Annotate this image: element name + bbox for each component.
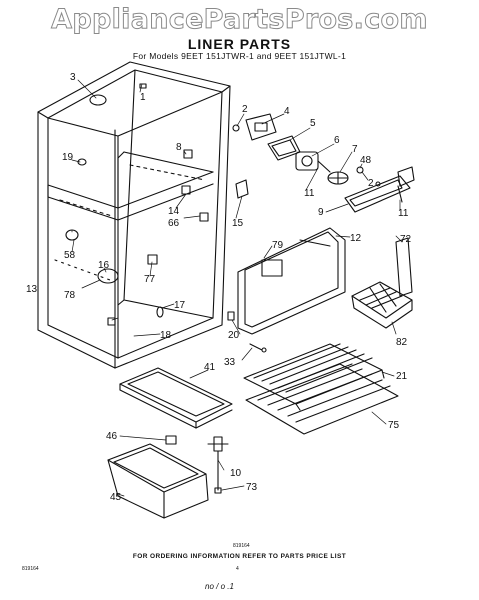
callout-6: 6 [334, 135, 340, 146]
evaporator-cover [227, 227, 346, 335]
callout-9: 9 [318, 207, 324, 218]
wire-shelves [243, 343, 399, 435]
callout-72: 72 [400, 234, 412, 245]
callout-17: 17 [174, 300, 186, 311]
callout-45: 45 [110, 492, 122, 503]
callout-82: 82 [396, 337, 408, 348]
callout-18: 18 [160, 330, 172, 341]
callout-21: 21 [396, 371, 408, 382]
callout-75: 75 [388, 420, 400, 431]
pan-part-41 [119, 367, 233, 429]
ice-support-and-tray [351, 237, 413, 329]
page-number: 4 [236, 566, 239, 572]
callout-7: 7 [352, 144, 358, 155]
callout-19: 19 [62, 152, 74, 163]
callout-41: 41 [204, 362, 216, 373]
callout-14: 14 [168, 206, 180, 217]
watermark: AppliancePartsPros.com [51, 4, 428, 36]
callout-2: 2 [242, 104, 248, 115]
callout-2b: 2 [368, 178, 374, 189]
page-title: LINER PARTS [187, 36, 292, 52]
callout-12: 12 [350, 233, 362, 244]
callout-10: 10 [230, 468, 242, 479]
crisper-drawer [107, 435, 209, 519]
models-subtitle: For Models 9EET 151JTWR-1 and 9EET 151JT… [132, 51, 347, 61]
callout-5: 5 [310, 118, 316, 129]
callout-8: 8 [176, 142, 182, 153]
callout-33: 33 [224, 357, 236, 368]
valve-parts [207, 436, 229, 494]
callout-3: 3 [70, 72, 76, 83]
callout-11b: 11 [398, 208, 409, 219]
callout-20: 20 [228, 330, 240, 341]
part-number: 819164 [22, 566, 39, 572]
callout-73: 73 [246, 482, 258, 493]
callout-78: 78 [64, 290, 76, 301]
liner-cabinet [37, 61, 231, 369]
callout-13: 13 [26, 284, 38, 295]
callout-48: 48 [360, 155, 372, 166]
callout-1: 1 [140, 92, 146, 103]
callout-46: 46 [106, 431, 118, 442]
callout-79: 79 [272, 240, 284, 251]
leader-lines [71, 79, 403, 497]
callout-66: 66 [168, 218, 180, 229]
callout-15: 15 [232, 218, 244, 229]
callout-4: 4 [284, 106, 290, 117]
callout-11: 11 [304, 188, 315, 199]
fan-motor-assembly [295, 151, 415, 213]
callout-58: 58 [64, 250, 76, 261]
handwritten-note: no / o .1 [205, 582, 234, 591]
ordering-footer: FOR ORDERING INFORMATION REFER TO PARTS … [132, 553, 347, 560]
clip-part-15 [235, 179, 249, 199]
small-part-33 [249, 343, 267, 353]
callout-16: 16 [98, 260, 110, 271]
upper-parts [232, 113, 301, 161]
callout-labels: 3 1 2 4 5 6 7 48 2 11 9 11 8 19 14 66 15… [26, 72, 412, 503]
figure-number: 819164 [233, 543, 250, 549]
callout-77: 77 [144, 274, 156, 285]
